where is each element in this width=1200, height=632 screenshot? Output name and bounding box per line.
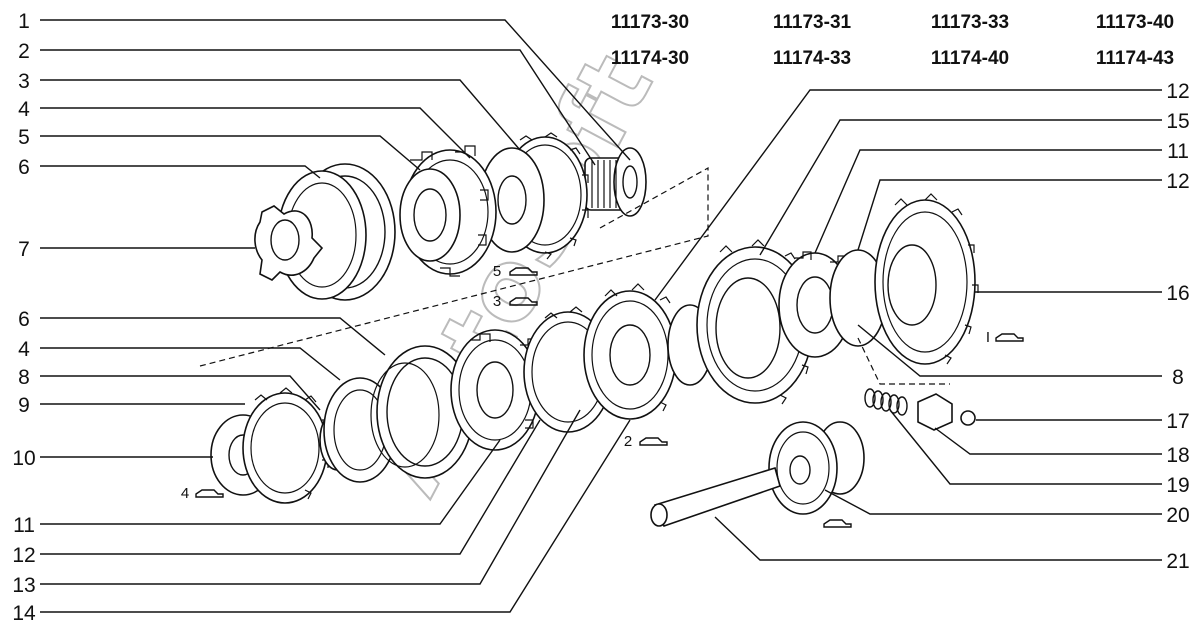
model-code: 11173-40	[1096, 12, 1174, 33]
spring-19	[864, 388, 908, 416]
gear-14	[583, 283, 679, 420]
upper-shaft-bracket	[199, 166, 709, 367]
detent-block-18	[917, 393, 953, 431]
upper-synchro-hub	[399, 145, 497, 277]
callout-label: 7	[18, 238, 30, 261]
car-icon	[509, 297, 538, 306]
callout-label: 14	[12, 602, 36, 625]
callout-label: 12	[1166, 170, 1189, 193]
gear-marker-label: 4	[181, 485, 189, 502]
car-icon	[195, 489, 224, 498]
upper-gear-3	[479, 132, 589, 260]
callout-label: 17	[1166, 410, 1189, 433]
car-icon	[823, 519, 852, 528]
callout-label: 21	[1166, 550, 1189, 573]
callout-label: 11	[13, 514, 35, 537]
callouts-left: 1 2 3 4 5 6 7 6 4 8 9 10 11 12 13 14	[12, 10, 36, 625]
callout-label: 8	[18, 366, 30, 389]
callout-label: 6	[18, 156, 30, 179]
callout-label: 4	[18, 338, 30, 361]
callout-label: 6	[18, 308, 30, 331]
ball-17	[960, 410, 976, 426]
callout-label: 10	[12, 447, 35, 470]
callout-label: 15	[1166, 110, 1189, 133]
gear-9	[242, 387, 329, 504]
reverse-shaft-21	[650, 466, 781, 527]
callout-label: 3	[18, 70, 30, 93]
upper-assembly	[199, 132, 709, 367]
reverse-gear-20	[768, 421, 865, 515]
callout-label: 11	[1167, 140, 1189, 163]
callout-label: 8	[1172, 366, 1184, 389]
gear-marker-label: 3	[493, 293, 501, 310]
callout-label: 4	[18, 98, 30, 121]
model-code: 11174-30	[611, 48, 689, 69]
detent-bracket	[857, 337, 950, 385]
car-icon	[509, 267, 538, 276]
gear-marker-label: 5	[493, 263, 501, 280]
car-icon	[639, 437, 668, 446]
model-header: 11173-30 11173-31 11173-33 11173-40 1117…	[611, 12, 1174, 69]
callout-label: 9	[18, 394, 30, 417]
model-code: 11174-40	[931, 48, 1009, 69]
callout-label: 12	[1166, 80, 1189, 103]
callout-label: 18	[1166, 444, 1189, 467]
callout-label: 20	[1166, 504, 1189, 527]
callout-label: 2	[18, 40, 30, 63]
model-code: 11173-30	[611, 12, 689, 33]
lower-assembly	[210, 193, 979, 527]
model-code: 11173-33	[931, 12, 1009, 33]
callout-label: 13	[12, 574, 35, 597]
leader-lines	[40, 19, 1162, 613]
callout-label: 16	[1166, 282, 1189, 305]
model-code: 11174-43	[1096, 48, 1174, 69]
input-shaft-end	[584, 147, 647, 217]
lock-washer	[254, 205, 324, 281]
callouts-right: 12 15 11 12 16 8 17 18 19 20 21	[1166, 80, 1189, 573]
gear-marker-label: 2	[624, 433, 632, 450]
gear-markers: 5 3 2 4 I	[181, 263, 1024, 528]
callout-label: 19	[1166, 474, 1189, 497]
callout-label: 1	[18, 10, 30, 33]
gear-marker-label: I	[986, 329, 990, 346]
callout-label: 5	[18, 126, 30, 149]
model-code: 11173-31	[773, 12, 852, 33]
model-code: 11174-33	[773, 48, 851, 69]
callout-label: 12	[12, 544, 35, 567]
car-icon	[995, 333, 1024, 342]
gear-16	[874, 193, 979, 365]
